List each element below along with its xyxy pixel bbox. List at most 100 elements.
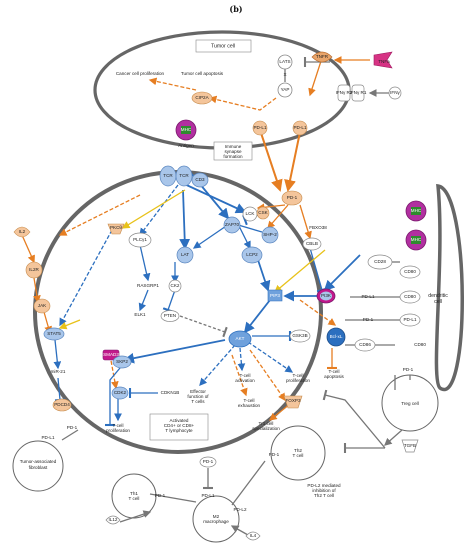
lats-label: LATS [279, 59, 290, 64]
edge-smad3 [109, 354, 119, 390]
lats-node[interactable] [277, 54, 293, 70]
fibroblast-cell [12, 440, 64, 492]
pip3-node[interactable] [267, 289, 283, 302]
pi3k-core [320, 291, 332, 301]
lcp2-label: LCP2 [246, 252, 258, 257]
pi3k-label: PI3K [321, 293, 332, 298]
gsk3b-node[interactable] [289, 329, 311, 343]
activated-3: T lymphocyte [165, 428, 193, 433]
pten-label: PTEN [164, 313, 176, 318]
il2-label: IL2 [19, 229, 26, 234]
cd80-2-node[interactable] [399, 290, 421, 304]
lck-label: LCK [246, 211, 256, 216]
tcr2-node[interactable] [175, 165, 193, 187]
edge-il2r-jak [33, 277, 41, 304]
edge-fibro [61, 429, 79, 441]
pd1-bottom-node[interactable] [199, 456, 217, 468]
mhc3-core [411, 236, 421, 244]
tr1-2: specialization [252, 426, 280, 431]
cdk2-node[interactable] [111, 386, 129, 400]
th1-2: T cell [129, 496, 140, 501]
zap70-node[interactable] [223, 216, 241, 234]
cd80-3-label: CD80 [414, 342, 426, 347]
effector-2: function of [187, 394, 209, 399]
akt-node[interactable] [228, 330, 252, 348]
edge-rasgrp-elk [138, 289, 149, 312]
edge-yellow-pkc [121, 189, 186, 229]
shp2-node[interactable] [261, 226, 279, 244]
tgfb-node[interactable] [401, 439, 419, 453]
activated-1: Activated [170, 418, 189, 423]
edge-pip3-akt [243, 299, 271, 334]
csk-node[interactable] [256, 206, 270, 220]
mhc3-label: MHC [411, 237, 422, 242]
pkcq-label: PKCθ [110, 225, 122, 230]
th2-2: T cell [293, 453, 304, 458]
th1-1: Th1 [130, 491, 138, 496]
cd80-2-label: CD80 [404, 294, 416, 299]
cd28-node[interactable] [367, 254, 393, 270]
edge-il2-il2r [21, 234, 35, 264]
edge-akt-activation [237, 347, 246, 372]
pd1-fibro-label: PD-1 [67, 425, 78, 430]
smad3-node[interactable] [102, 349, 120, 361]
pkcq-node[interactable] [107, 223, 125, 235]
cd86-node[interactable] [354, 338, 376, 352]
plcg1-node[interactable] [128, 232, 152, 248]
edge-cd28-pi3k [323, 254, 361, 292]
edge-yellow-stat5 [58, 319, 81, 330]
foxp3-node[interactable] [283, 395, 303, 409]
tnfa-node[interactable] [373, 51, 393, 69]
edge-tnfr-pdl1 [308, 57, 323, 97]
pdl1-m2-label: PD-L1 [201, 493, 214, 498]
pdl1-tumor-node[interactable] [252, 120, 268, 136]
pten-node[interactable] [160, 310, 180, 322]
il2r-node[interactable] [25, 261, 43, 279]
yap-node[interactable] [277, 82, 293, 98]
edge-yellow-pip3 [274, 249, 326, 293]
il4-node[interactable] [245, 531, 261, 541]
tnfr-node[interactable] [311, 51, 333, 63]
stat5-node[interactable] [43, 327, 65, 341]
plcg1-label: PLCγ1 [133, 237, 147, 242]
ifngr2-node[interactable] [337, 84, 351, 102]
pdl1-dc2-label: PD-L1 [403, 317, 416, 322]
bclxl-node[interactable] [326, 327, 346, 347]
pdl2-note-1: PD-L2 mediated [307, 483, 341, 488]
skp2-node[interactable] [112, 355, 132, 369]
il12-node[interactable] [105, 515, 121, 525]
edge-tgfb [384, 429, 403, 446]
immune-synapse-label-1: Immune [225, 144, 242, 149]
edge-lcp2-pip3 [257, 259, 271, 292]
ck2-node[interactable] [168, 279, 182, 293]
ifngr1-node[interactable] [351, 84, 365, 102]
cd80-1-node[interactable] [399, 265, 421, 279]
dendritic-cell-membrane [434, 183, 464, 392]
jak-node[interactable] [33, 298, 51, 314]
pdl1-dc2-node[interactable] [399, 313, 421, 327]
m2-cell [192, 495, 240, 543]
il2-node[interactable] [13, 226, 31, 238]
pdl1-tumor2-node[interactable] [292, 120, 308, 136]
antigen-label: Antigen [178, 143, 194, 148]
pd1-main-node[interactable] [281, 190, 303, 206]
cblb-node[interactable] [302, 237, 322, 251]
ifng-node[interactable] [388, 86, 402, 100]
lat-node[interactable] [176, 246, 194, 264]
yap-label: YAP [281, 87, 290, 92]
cd3-node[interactable] [191, 172, 209, 188]
cdk2-label: CDK2 [114, 390, 127, 395]
pd1-main-label: PD-1 [287, 195, 298, 200]
cip2a-node[interactable] [191, 91, 213, 105]
rasgrp1-label: RASGRP1 [137, 283, 159, 288]
lcp2-node[interactable] [241, 246, 263, 264]
pdcd4-node[interactable] [52, 398, 72, 412]
fibro-1: Tumor-associated [20, 459, 57, 464]
effector-1: Effector [190, 389, 206, 394]
